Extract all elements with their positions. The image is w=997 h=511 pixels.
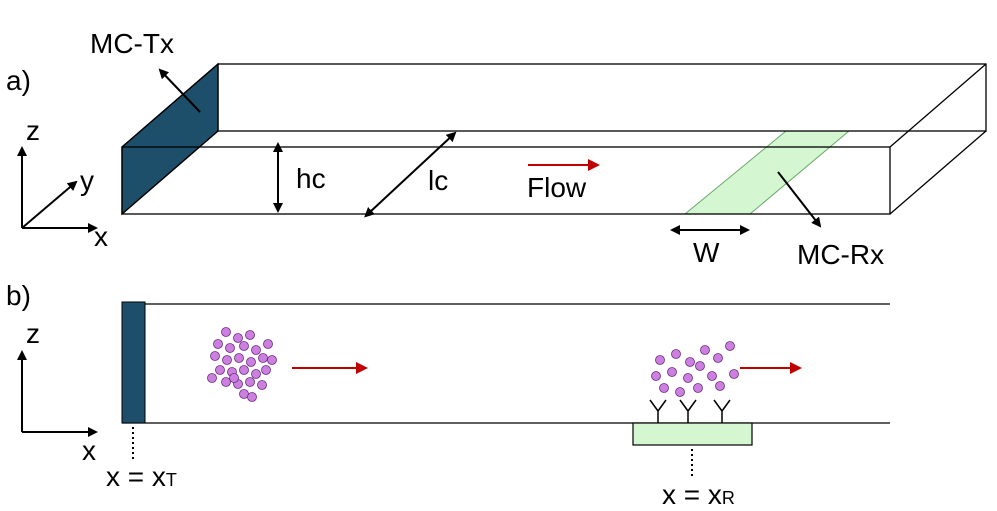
rx-label: MC-Rx [797, 239, 884, 270]
panel-a-label: a) [6, 65, 31, 96]
axes-b [17, 350, 98, 437]
axis-b-z-label: z [26, 318, 40, 349]
axis-a-y-label: y [80, 165, 94, 196]
axis-a-x-label: x [94, 221, 108, 252]
receiver-pad [632, 422, 753, 446]
lc-label: lc [428, 165, 448, 196]
receiver-strip [683, 130, 851, 215]
tx-position-label: x = xT [106, 461, 177, 492]
axes-a [17, 146, 98, 233]
tx-pointer-arrow [158, 68, 201, 113]
channel-box [121, 63, 987, 215]
w-label: W [693, 237, 720, 268]
molecule-cluster-rx [651, 341, 739, 397]
transmitter-bar [121, 301, 146, 424]
panel-b-label: b) [6, 280, 31, 311]
tx-label: MC-Tx [90, 28, 174, 59]
rx-pointer-arrow [777, 171, 822, 228]
axis-b-x-label: x [82, 435, 96, 466]
axis-a-z-label: z [26, 115, 40, 146]
panel-b: b) [6, 280, 890, 510]
rx-position-label: x = xR [662, 479, 735, 510]
flow-label: Flow [527, 172, 587, 203]
panel-a: a) MC-Tx z y x hc lc [6, 28, 987, 270]
lc-dimension-arrow [364, 131, 457, 218]
hc-label: hc [296, 163, 326, 194]
molecule-cluster-tx [207, 327, 277, 402]
receptors [649, 399, 731, 423]
transmitter-plate [121, 62, 219, 216]
